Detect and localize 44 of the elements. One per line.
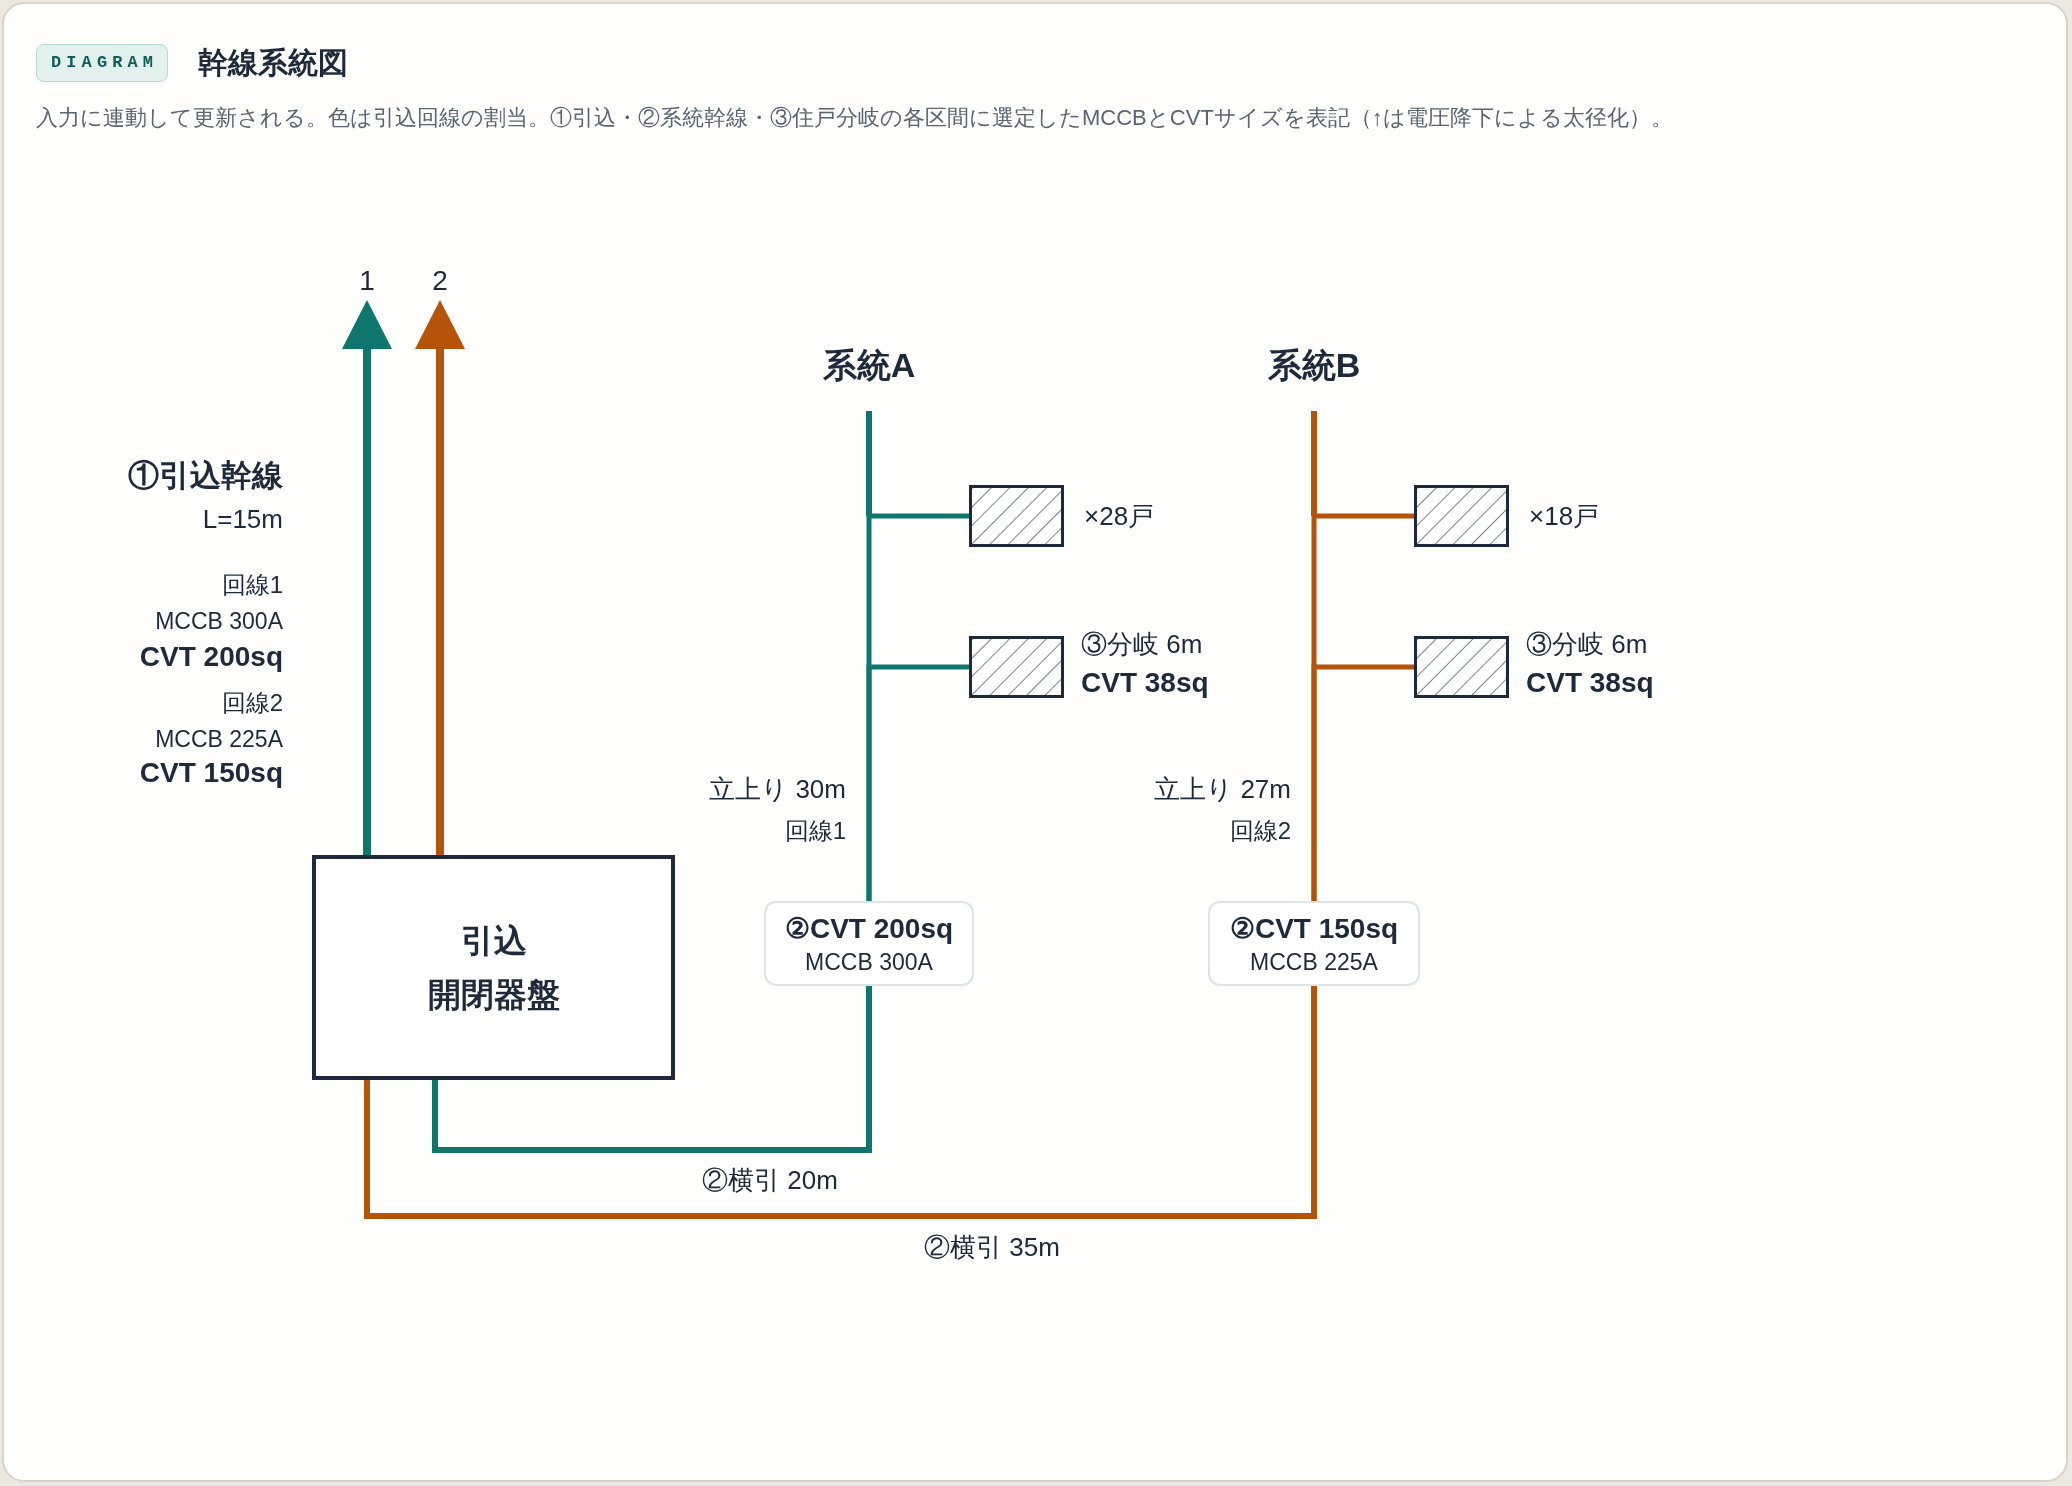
cable-spec-tag bbox=[764, 901, 974, 986]
circuit-label: 回線2 bbox=[221, 687, 283, 718]
cable-size-label: CVT 38sq bbox=[1081, 666, 1209, 700]
branch-length-label: ③分岐 6m bbox=[1526, 628, 1648, 661]
cable-size-label: ②CVT 150sq bbox=[1229, 911, 1399, 946]
branch-length-label: ③分岐 6m bbox=[1081, 628, 1203, 661]
breaker-rating-label: MCCB 225A bbox=[1250, 947, 1378, 977]
diagram-tag: DIAGRAM bbox=[36, 44, 169, 82]
cable-size-label: CVT 200sq bbox=[139, 640, 283, 674]
riser-length-label: 立上り 27m bbox=[1154, 773, 1291, 806]
hatched-box bbox=[1414, 636, 1509, 698]
cable-size-label: CVT 150sq bbox=[139, 756, 283, 790]
hatched-box bbox=[969, 485, 1064, 547]
switchboard-box bbox=[312, 855, 675, 1080]
hatched-box bbox=[1414, 485, 1509, 547]
diagram-title: 幹線系統図 bbox=[198, 44, 348, 81]
breaker-rating-label: MCCB 300A bbox=[805, 947, 933, 977]
feeder-line bbox=[364, 986, 1317, 1219]
circuit-label: 回線1 bbox=[221, 569, 283, 600]
cable-size-label: ②CVT 200sq bbox=[784, 911, 954, 946]
branch-line bbox=[866, 664, 969, 901]
branch-line bbox=[1311, 664, 1414, 901]
circuit-number-label: 2 bbox=[420, 262, 460, 308]
arrow bbox=[415, 300, 465, 855]
arrow bbox=[342, 300, 392, 855]
circuit-label: 回線1 bbox=[784, 815, 846, 846]
hatched-box bbox=[969, 636, 1064, 698]
cable-size-label: CVT 38sq bbox=[1526, 666, 1654, 700]
section-heading: ①引込幹線 bbox=[128, 457, 283, 495]
riser-length-label: 立上り 30m bbox=[709, 773, 846, 806]
unit-count-label: ×18戸 bbox=[1529, 500, 1600, 533]
feeder-line bbox=[432, 986, 872, 1153]
circuit-label: 回線2 bbox=[1229, 815, 1291, 846]
unit-count-label: ×28戸 bbox=[1084, 500, 1155, 533]
circuit-number-label: 1 bbox=[347, 262, 387, 308]
diagram-caption: 入力に連動して更新される。色は引込回線の割当。①引込・②系統幹線・③住戸分岐の各区間に選定したMCCBとCVTサイズを表記（↑は電圧降下による太径化）。 bbox=[36, 103, 1673, 132]
switchboard-label: 引込 bbox=[460, 920, 527, 961]
cable-spec-tag bbox=[1208, 901, 1420, 986]
switchboard-label: 開閉器盤 bbox=[427, 974, 560, 1015]
length-label: L=15m bbox=[202, 503, 283, 536]
breaker-rating-label: MCCB 225A bbox=[155, 725, 283, 754]
breaker-rating-label: MCCB 300A bbox=[155, 607, 283, 636]
system-heading: 系統A bbox=[822, 345, 916, 386]
system-heading: 系統B bbox=[1267, 345, 1361, 386]
